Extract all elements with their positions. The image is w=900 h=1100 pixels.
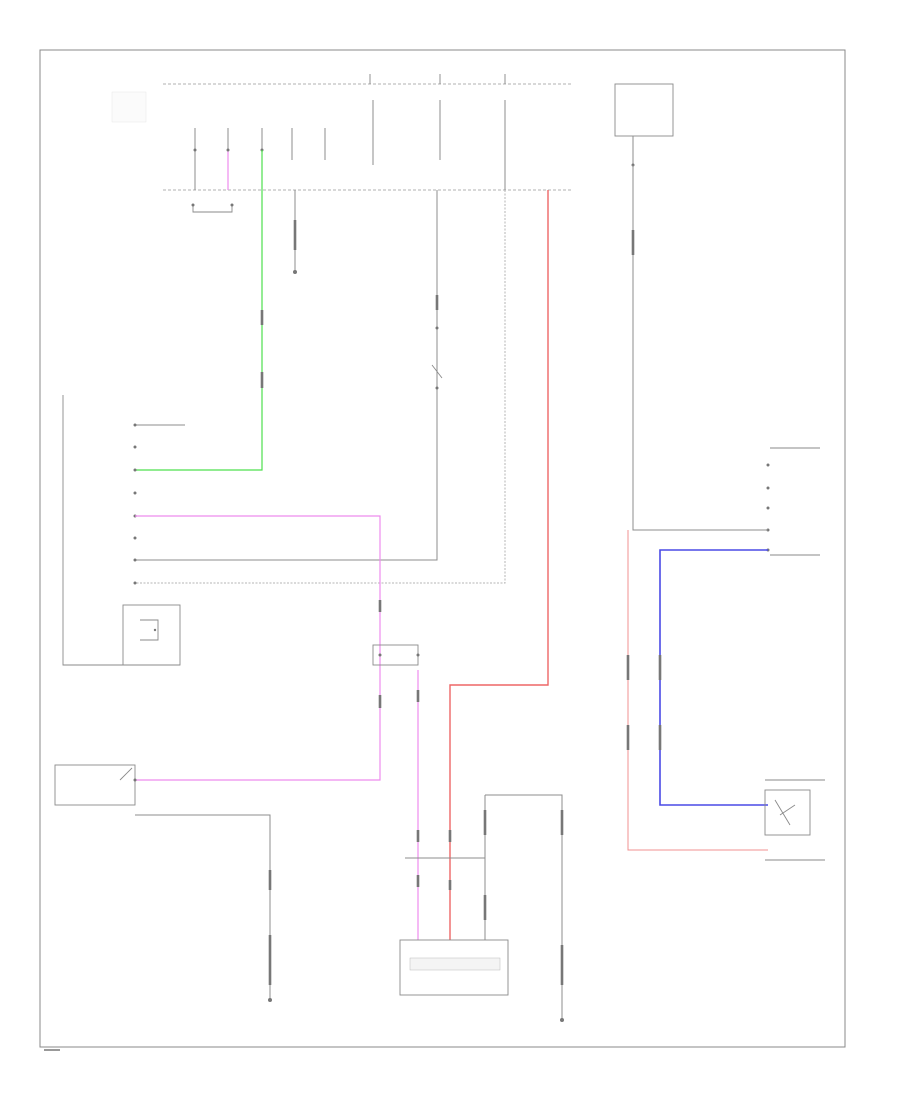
bottom-center-module <box>399 794 564 1022</box>
left-upper-text-block <box>111 91 147 123</box>
blue-wire <box>658 549 768 806</box>
bottom-left-switch <box>54 764 272 1002</box>
right-side-module <box>631 165 820 556</box>
bottom-right-sensor <box>764 779 825 861</box>
ground-stub <box>293 190 297 274</box>
top-power-bus <box>163 74 572 191</box>
splice-connector-icon <box>372 644 420 666</box>
left-control-module <box>62 395 185 666</box>
light-red-wire <box>626 530 768 851</box>
light-gray-wire <box>135 190 506 584</box>
pink-wire <box>135 515 420 940</box>
fuse-box-terminals <box>193 100 506 190</box>
jumper-connector-icon <box>191 203 234 213</box>
top-right-module <box>614 83 674 167</box>
footnote-mark <box>44 1049 60 1051</box>
green-wire <box>135 150 264 471</box>
middle-gray-wire <box>135 190 443 561</box>
diagram-frame <box>39 49 846 1048</box>
red-wire <box>448 190 549 940</box>
